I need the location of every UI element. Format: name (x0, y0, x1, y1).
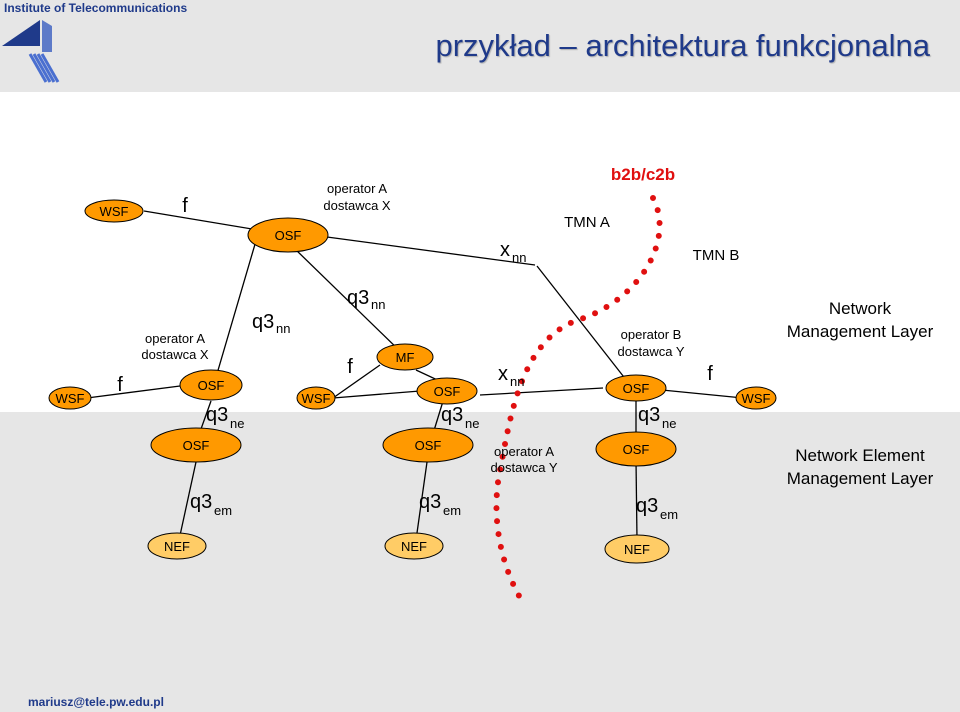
q3ne-label-mid: q3 ne (441, 404, 479, 431)
svg-text:x: x (500, 239, 510, 261)
svg-text:x: x (498, 363, 508, 385)
footer-email: mariusz@tele.pw.edu.pl (28, 695, 164, 709)
network-management-layer-label: Network (829, 299, 892, 318)
header-band (0, 0, 960, 92)
svg-text:NEF: NEF (164, 539, 190, 554)
q3ne-label-left: q3 ne (206, 404, 244, 431)
svg-text:dostawca Y: dostawca Y (618, 344, 685, 359)
institute-logo (2, 20, 60, 83)
q3em-label-left: q3 em (190, 491, 232, 518)
b2b-label: b2b/c2b (611, 165, 675, 184)
svg-text:OSF: OSF (198, 378, 225, 393)
svg-text:q3: q3 (190, 491, 212, 513)
svg-text:em: em (214, 503, 232, 518)
f-label-mid: f (347, 356, 353, 378)
svg-text:nn: nn (512, 250, 526, 265)
svg-text:OSF: OSF (275, 228, 302, 243)
svg-text:q3: q3 (441, 404, 463, 426)
svg-text:nn: nn (510, 374, 524, 389)
osf-left-nml-node: OSF (179, 369, 243, 401)
svg-text:dostawca Y: dostawca Y (491, 460, 558, 475)
svg-text:ne: ne (662, 416, 676, 431)
svg-text:em: em (443, 503, 461, 518)
svg-text:q3: q3 (419, 491, 441, 513)
q3nn-label-mid: q3 nn (347, 287, 385, 312)
svg-text:WSF: WSF (100, 204, 129, 219)
svg-text:NEF: NEF (401, 539, 427, 554)
tmn-a-label: TMN A (564, 214, 610, 231)
svg-text:q3: q3 (636, 495, 658, 517)
wsf-left-node: WSF (48, 386, 92, 410)
nef-mid-node: NEF (384, 532, 444, 560)
xnn-label-top: x nn (500, 239, 526, 265)
nef-right-node: NEF (604, 534, 670, 564)
osf-mid-eml-node: OSF (382, 427, 474, 463)
f-label-top: f (182, 195, 188, 217)
institute-name: Institute of Telecommunications (4, 1, 188, 15)
svg-text:WSF: WSF (56, 391, 85, 406)
q3em-label-right: q3 em (636, 495, 678, 522)
svg-text:Management Layer: Management Layer (787, 322, 934, 341)
svg-text:dostawca X: dostawca X (141, 347, 209, 362)
tmn-b-label: TMN B (693, 247, 740, 264)
f-label-left: f (117, 374, 123, 396)
operator-a-dostawca-x-left: operator A (145, 331, 205, 346)
svg-text:OSF: OSF (415, 438, 442, 453)
wsf-mid-node: WSF (296, 386, 336, 410)
wsf-top-node: WSF (84, 199, 144, 223)
svg-text:q3: q3 (252, 311, 274, 333)
page-title: przykład – architektura funkcjonalna (435, 28, 930, 63)
svg-text:WSF: WSF (302, 391, 331, 406)
operator-a-dostawca-y: operator A (494, 444, 554, 459)
svg-text:WSF: WSF (742, 391, 771, 406)
wsf-right-node: WSF (735, 386, 777, 410)
svg-text:OSF: OSF (623, 442, 650, 457)
f-label-right: f (707, 363, 713, 385)
network-element-management-layer-label: Network Element (795, 446, 925, 465)
svg-text:NEF: NEF (624, 542, 650, 557)
svg-text:em: em (660, 507, 678, 522)
q3nn-label-left: q3 nn (252, 311, 290, 336)
osf-mid-nml-node: OSF (416, 377, 478, 405)
mf-mid-node: MF (376, 343, 434, 371)
osf-top-node: OSF (247, 217, 329, 253)
q3em-label-mid: q3 em (419, 491, 461, 518)
svg-text:OSF: OSF (623, 381, 650, 396)
nef-left-node: NEF (147, 532, 207, 560)
svg-text:q3: q3 (638, 404, 660, 426)
osf-left-eml-node: OSF (150, 427, 242, 463)
operator-b-dostawca-y: operator B (621, 327, 682, 342)
svg-text:MF: MF (396, 350, 415, 365)
xnn-label-mid: x nn (498, 363, 524, 389)
operator-a-dostawca-x-top: operator A (327, 181, 387, 196)
osf-right-eml-node: OSF (595, 431, 677, 467)
svg-text:Management Layer: Management Layer (787, 469, 934, 488)
osf-right-nml-node: OSF (605, 374, 667, 402)
svg-text:OSF: OSF (183, 438, 210, 453)
svg-text:ne: ne (230, 416, 244, 431)
svg-text:nn: nn (276, 321, 290, 336)
svg-text:dostawca X: dostawca X (323, 198, 391, 213)
svg-text:ne: ne (465, 416, 479, 431)
svg-text:q3: q3 (347, 287, 369, 309)
svg-text:OSF: OSF (434, 384, 461, 399)
svg-text:nn: nn (371, 297, 385, 312)
svg-text:q3: q3 (206, 404, 228, 426)
q3ne-label-right: q3 ne (638, 404, 676, 431)
element-management-band (0, 412, 960, 712)
